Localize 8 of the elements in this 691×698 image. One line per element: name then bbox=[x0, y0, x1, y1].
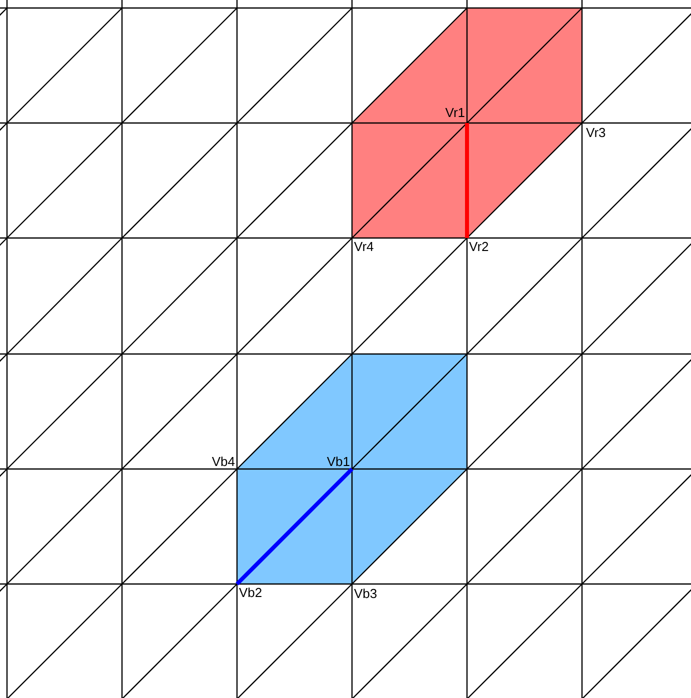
vertex-label: Vr4 bbox=[354, 240, 374, 254]
vertex-label: Vb4 bbox=[212, 455, 235, 469]
vertex-label: Vr1 bbox=[445, 106, 465, 120]
vertex-label: Vb1 bbox=[326, 455, 350, 469]
vertex-label: Vb3 bbox=[354, 587, 378, 601]
vertex-label: Vb2 bbox=[239, 586, 262, 600]
vertex-label: Vr3 bbox=[586, 126, 606, 140]
vertex-label: Vr2 bbox=[469, 240, 489, 254]
